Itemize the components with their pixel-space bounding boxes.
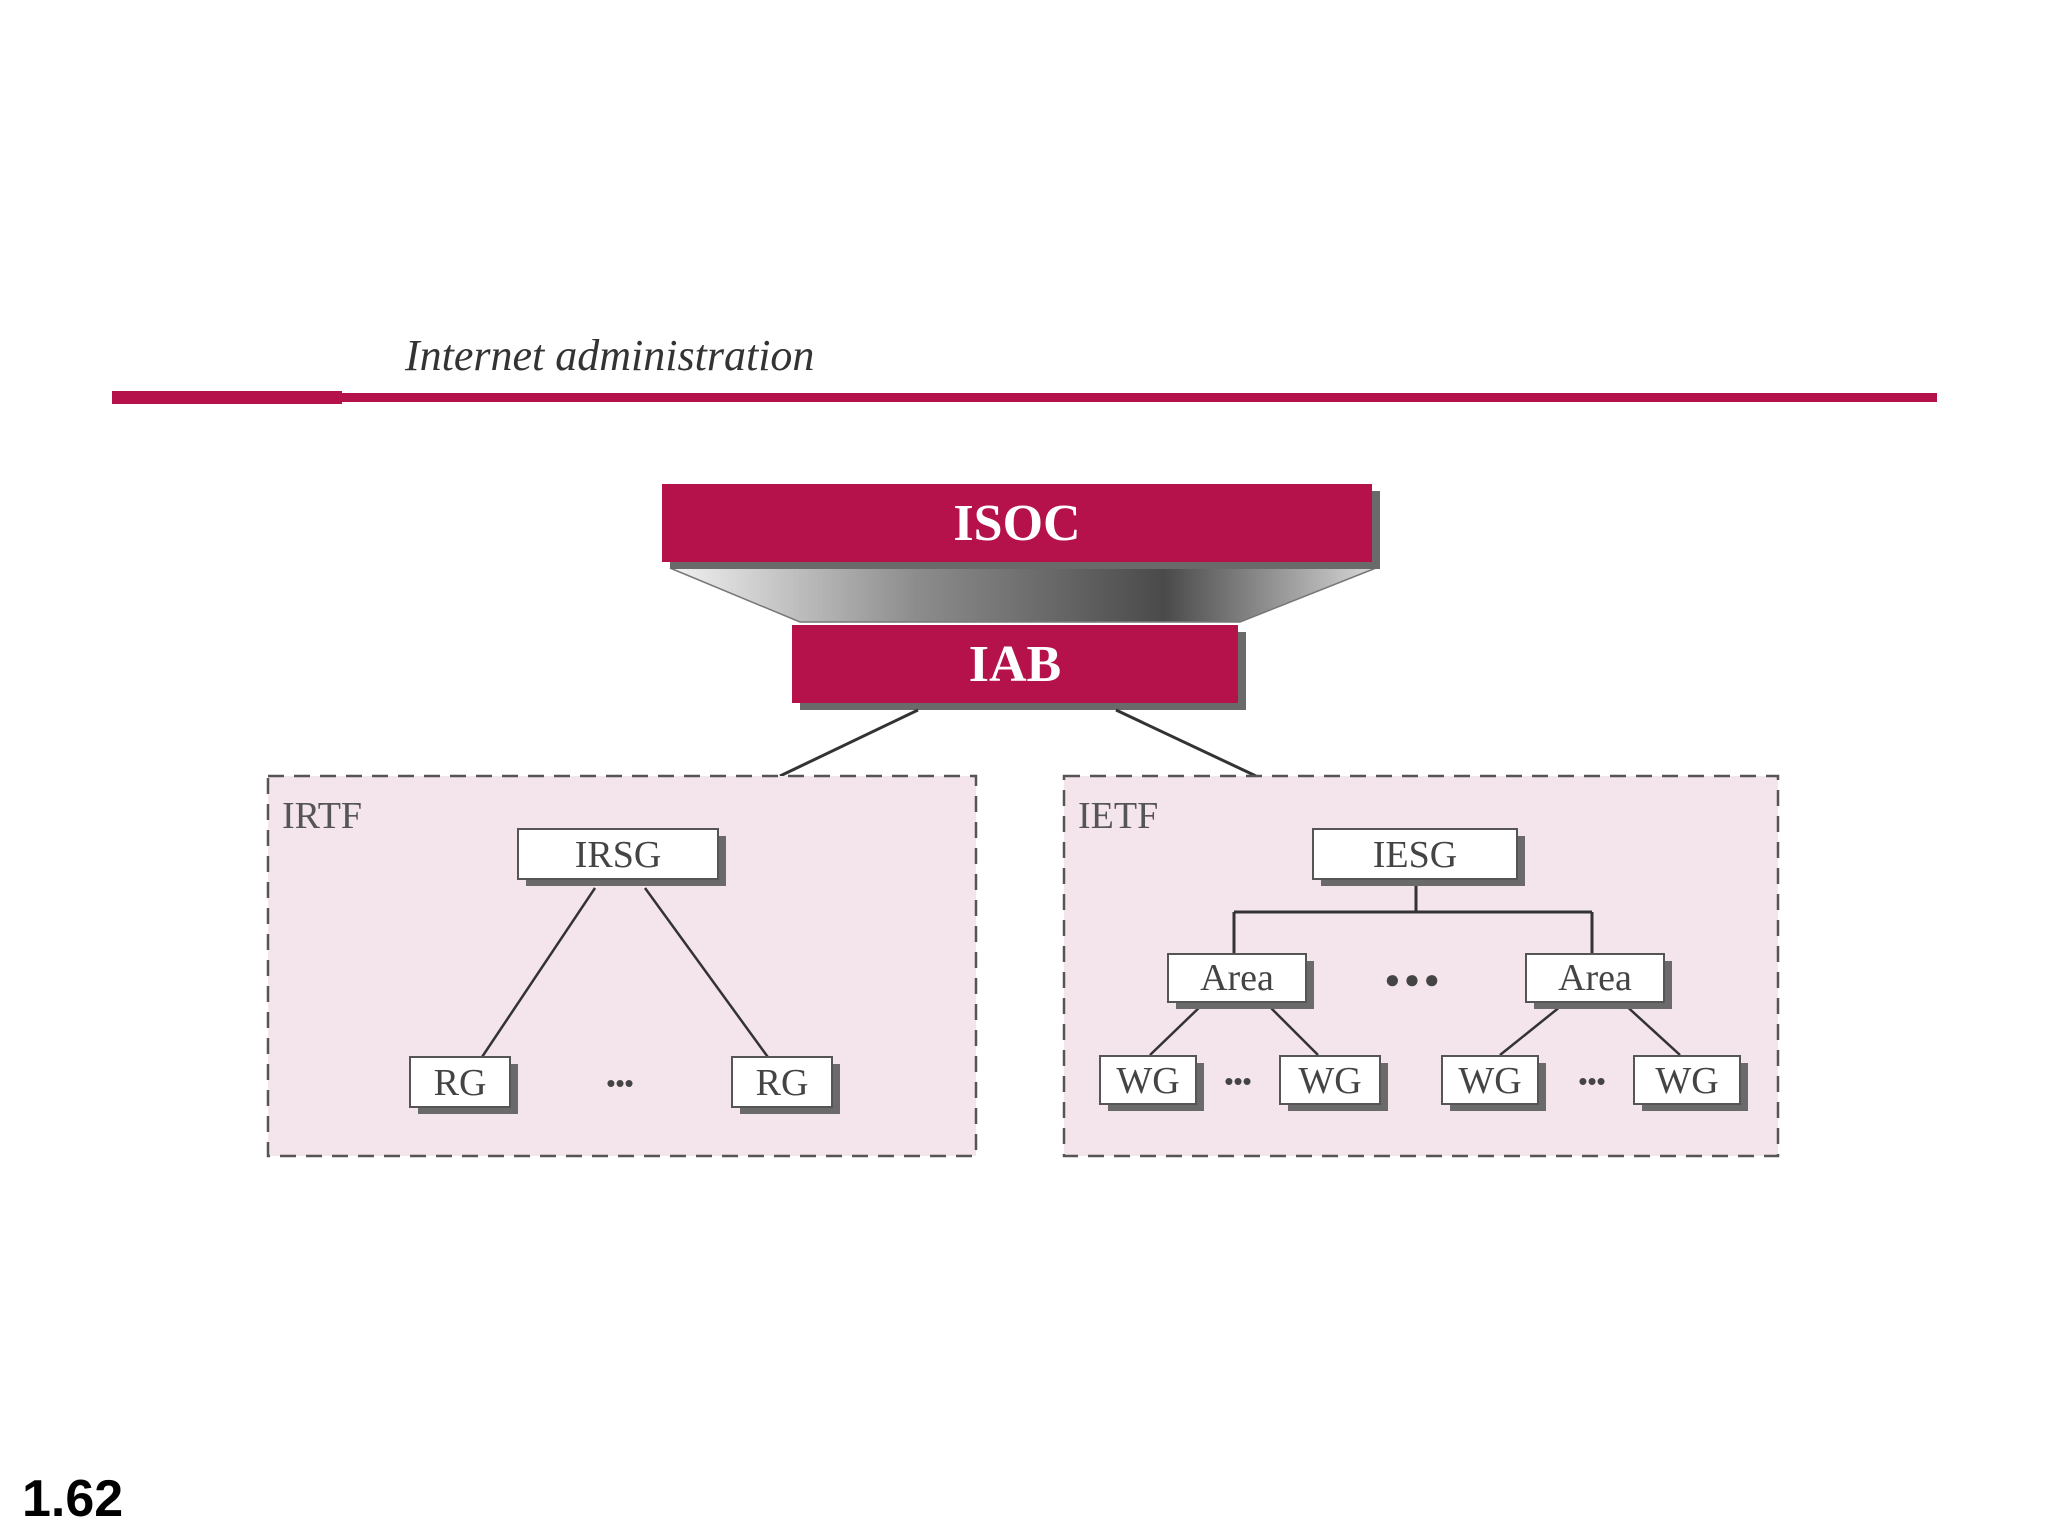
page-number: 1.62 bbox=[22, 1470, 123, 1528]
rg-ellipsis: ••• bbox=[606, 1068, 633, 1098]
irsg-to-rg-right-line bbox=[643, 887, 772, 1061]
wg-ellipsis-right: ••• bbox=[1578, 1066, 1605, 1096]
iab-box bbox=[792, 625, 1238, 703]
irsg-to-rg-left-line bbox=[478, 887, 597, 1061]
irsg-label: IRSG bbox=[575, 834, 662, 876]
wg-node-4: WG bbox=[1633, 1055, 1748, 1111]
area-ellipsis: ●●● bbox=[1384, 964, 1443, 994]
irsg-node: IRSG bbox=[517, 828, 726, 886]
isoc-label: ISOC bbox=[953, 495, 1080, 552]
iab-to-ietf-connector bbox=[1115, 708, 1257, 778]
wg-node-2: WG bbox=[1279, 1055, 1388, 1111]
wg-label-4: WG bbox=[1655, 1060, 1718, 1102]
wg-node-3: WG bbox=[1441, 1055, 1546, 1111]
area-label-left: Area bbox=[1200, 957, 1274, 999]
area-left-to-wg2-line bbox=[1264, 1001, 1319, 1056]
area-label-right: Area bbox=[1558, 957, 1632, 999]
ietf-label: IETF bbox=[1078, 795, 1158, 837]
isoc-box bbox=[662, 484, 1372, 562]
area-left-to-wg1-line bbox=[1149, 1001, 1206, 1056]
iab-to-irtf-connector bbox=[779, 708, 919, 778]
slide-title: Internet administration bbox=[404, 331, 814, 380]
area-right-to-wg4-line bbox=[1621, 1001, 1681, 1056]
rg-node-left: RG bbox=[409, 1056, 518, 1114]
wg-label-1: WG bbox=[1116, 1060, 1179, 1102]
isoc-iab-funnel bbox=[669, 567, 1377, 623]
rg-node-right: RG bbox=[731, 1056, 840, 1114]
wg-ellipsis-left: ••• bbox=[1224, 1066, 1251, 1096]
ietf-panel: IETF IESG Area ●●● Area bbox=[1062, 774, 1780, 1158]
title-rule bbox=[112, 393, 1937, 402]
rg-label-right: RG bbox=[756, 1062, 809, 1104]
wg-node-1: WG bbox=[1099, 1055, 1204, 1111]
iab-label: IAB bbox=[969, 636, 1061, 693]
title-rule-left-accent bbox=[112, 391, 342, 404]
iesg-node: IESG bbox=[1312, 828, 1525, 886]
irtf-panel: IRTF IRSG RG ••• RG bbox=[266, 774, 978, 1158]
rg-label-left: RG bbox=[434, 1062, 487, 1104]
area-node-right: Area bbox=[1525, 953, 1672, 1009]
irtf-label: IRTF bbox=[282, 795, 362, 837]
wg-label-2: WG bbox=[1298, 1060, 1361, 1102]
area-right-to-wg3-line bbox=[1499, 1001, 1567, 1056]
area-node-left: Area bbox=[1167, 953, 1314, 1009]
iesg-label: IESG bbox=[1373, 834, 1457, 876]
wg-label-3: WG bbox=[1458, 1060, 1521, 1102]
